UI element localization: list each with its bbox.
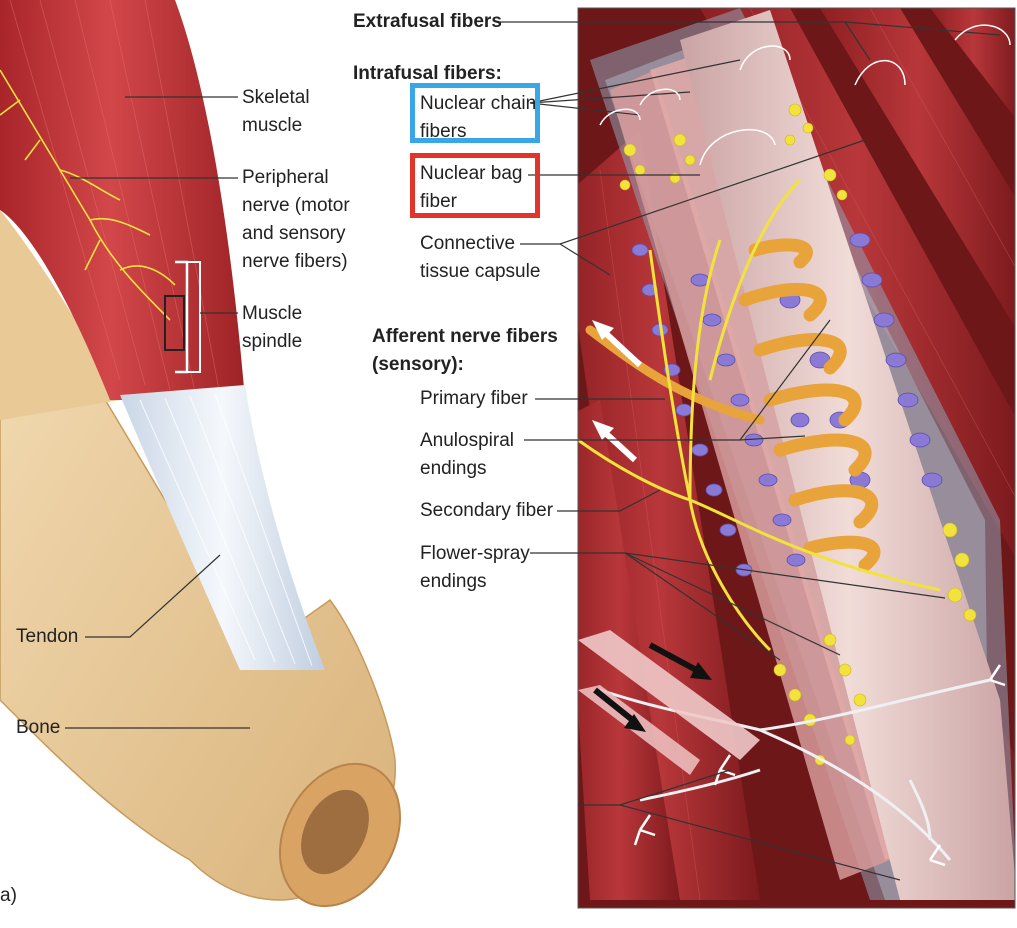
label-tendon: Tendon bbox=[16, 626, 79, 647]
label-peripheral-nerve-line-1: Peripheral bbox=[242, 167, 329, 188]
label-muscle-spindle: Muscle spindle bbox=[242, 300, 302, 356]
label-afferent-nerve-fibers: Afferent nerve fibers (sensory): bbox=[372, 323, 558, 379]
afferent-nerve-orange bbox=[585, 325, 765, 425]
spindle-bracket bbox=[175, 260, 189, 374]
label-afferent-line-1: Afferent nerve fibers bbox=[372, 326, 558, 347]
anulospiral-endings bbox=[738, 238, 881, 572]
label-flower-spray-line-1: Flower-spray bbox=[420, 543, 530, 564]
label-nuclear-chain-fibers: Nuclear chain fibers bbox=[420, 90, 536, 146]
nuclear-chain-fiber-1 bbox=[610, 70, 890, 880]
label-nuclear-bag-line-1: Nuclear bag bbox=[420, 163, 523, 184]
label-skeletal-muscle-line-2: muscle bbox=[242, 115, 303, 136]
nuclear-chain-highlight bbox=[410, 83, 540, 143]
label-peripheral-nerve-line-3: and sensory bbox=[242, 223, 346, 244]
label-anulospiral-line-1: Anulospiral bbox=[420, 430, 514, 451]
label-capsule-line-2: tissue capsule bbox=[420, 261, 541, 282]
label-intrafusal-fibers: Intrafusal fibers: bbox=[353, 63, 502, 84]
label-anulospiral-endings: Anulospiral endings bbox=[420, 427, 514, 483]
label-connective-tissue-capsule: Connective tissue capsule bbox=[420, 230, 540, 286]
label-peripheral-nerve-line-4: nerve fibers) bbox=[242, 251, 348, 272]
label-skeletal-muscle-line-1: Skeletal bbox=[242, 87, 310, 108]
nuclear-bag-highlight bbox=[410, 153, 540, 218]
afferent-nerve-yellow bbox=[578, 178, 941, 652]
label-muscle-spindle-line-1: Muscle bbox=[242, 303, 303, 324]
label-peripheral-nerve-line-2: nerve (motor bbox=[242, 195, 350, 216]
label-nuclear-bag-fiber: Nuclear bag fiber bbox=[420, 160, 522, 216]
label-peripheral-nerve: Peripheral nerve (motor and sensory nerv… bbox=[242, 164, 350, 276]
label-flower-spray-line-2: endings bbox=[420, 571, 487, 592]
label-nuclear-chain-line-2: fibers bbox=[420, 121, 467, 142]
spindle-box bbox=[164, 295, 185, 351]
label-nuclear-bag-line-2: fiber bbox=[420, 191, 457, 212]
label-muscle-spindle-line-2: spindle bbox=[242, 331, 303, 352]
label-bone: Bone bbox=[16, 717, 61, 738]
label-afferent-line-2: (sensory): bbox=[372, 354, 464, 375]
label-secondary-fiber: Secondary fiber bbox=[420, 500, 554, 521]
panel-letter: a) bbox=[0, 885, 17, 906]
tendon bbox=[120, 385, 325, 670]
label-capsule-line-1: Connective bbox=[420, 233, 516, 254]
label-skeletal-muscle: Skeletal muscle bbox=[242, 84, 310, 140]
label-extrafusal-fibers: Extrafusal fibers bbox=[353, 11, 502, 32]
label-primary-fiber: Primary fiber bbox=[420, 388, 528, 409]
label-flower-spray-endings: Flower-spray endings bbox=[420, 540, 530, 596]
bone-left-edge bbox=[0, 210, 120, 420]
label-anulospiral-line-2: endings bbox=[420, 458, 487, 479]
label-nuclear-chain-line-1: Nuclear chain bbox=[420, 93, 537, 114]
bone-marrow bbox=[301, 789, 369, 875]
